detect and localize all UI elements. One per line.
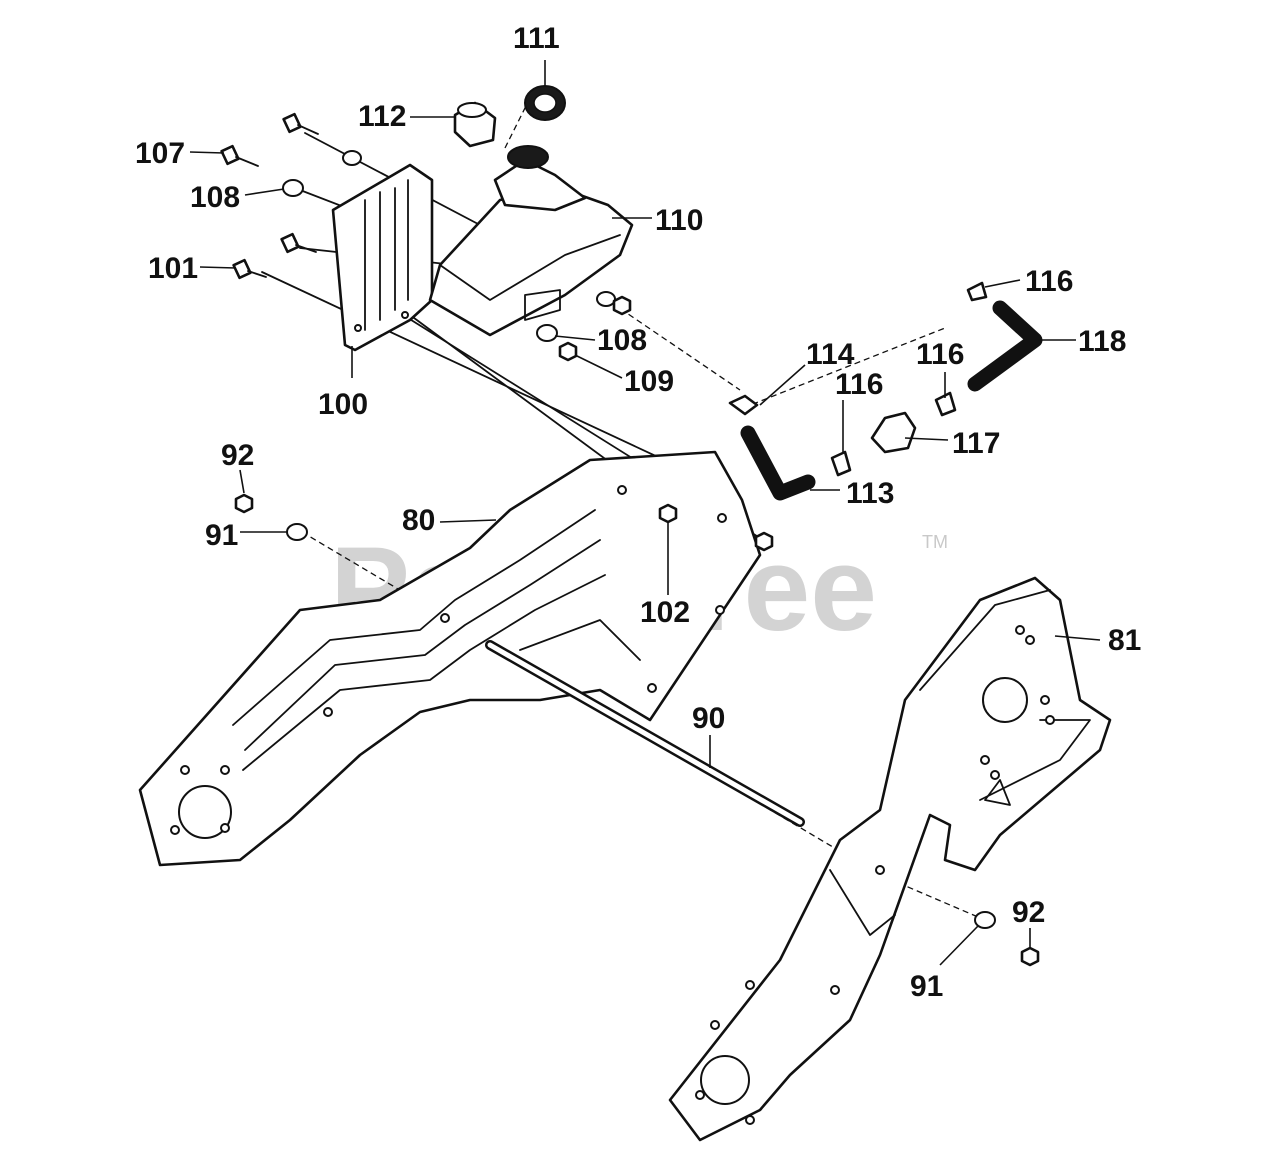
fuel-line-118 (967, 300, 1043, 392)
callout-91-left: 91 (205, 519, 238, 552)
callout-112: 112 (358, 100, 406, 133)
callout-108-left: 108 (190, 181, 240, 214)
washers (282, 150, 996, 929)
right-frame-part-81 (668, 576, 1112, 1142)
axle-rod-part-90 (485, 640, 805, 827)
fuel-line-113 (740, 425, 816, 501)
callout-109: 109 (624, 365, 674, 398)
callout-92-left: 92 (221, 439, 254, 472)
watermark-trademark: TM (922, 532, 948, 552)
callout-114: 114 (806, 338, 855, 371)
callout-118: 118 (1078, 325, 1126, 358)
callout-102: 102 (640, 596, 690, 629)
fuel-line-parts (728, 281, 1043, 501)
clamp-116-top (966, 281, 988, 302)
callout-92-right: 92 (1012, 896, 1045, 929)
callout-116-mid: 116 (916, 338, 964, 371)
filter-117 (870, 411, 917, 454)
callout-116-top: 116 (1025, 265, 1073, 298)
left-frame-part-80 (138, 450, 762, 867)
fuel-cap-part-112 (453, 101, 497, 148)
bolt-107 (220, 144, 259, 167)
clamp-114 (728, 394, 759, 416)
callout-110: 110 (655, 204, 703, 237)
bolt-mid (280, 232, 317, 254)
bolt-101 (232, 258, 267, 280)
nuts (234, 295, 1040, 967)
callout-111: 111 (513, 22, 560, 55)
filler-screen-part-111 (524, 85, 566, 121)
callout-90: 90 (692, 702, 725, 735)
callout-100: 100 (318, 388, 368, 421)
bracket-part-100 (331, 163, 434, 352)
bolt-upper (282, 112, 319, 135)
callout-81: 81 (1108, 624, 1141, 657)
callout-107: 107 (135, 137, 185, 170)
clamp-116-lower (830, 450, 852, 477)
callout-101: 101 (148, 252, 198, 285)
callout-80: 80 (402, 504, 435, 537)
callout-108-right: 108 (597, 324, 647, 357)
callout-117: 117 (952, 427, 1000, 460)
leader-lines (189, 60, 1101, 966)
callouts: 80 81 90 91 91 92 92 100 101 102 107 108… (135, 22, 1141, 1003)
fuel-tank-part-110 (428, 145, 634, 337)
callout-116-lower: 116 (835, 368, 883, 401)
callout-91-right: 91 (910, 970, 943, 1003)
callout-113: 113 (846, 477, 894, 510)
